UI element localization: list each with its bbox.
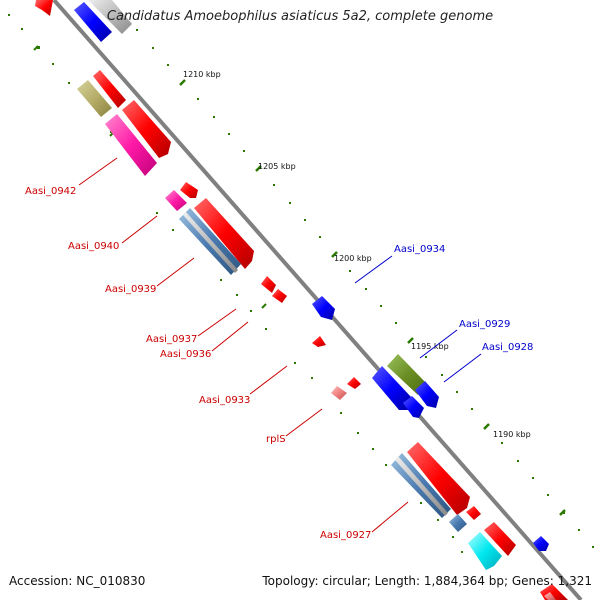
forward-strand-genes: [35, 0, 568, 600]
gene-blue[interactable]: [533, 536, 549, 551]
gene-pink[interactable]: [165, 190, 187, 211]
gene-salmon[interactable]: [544, 592, 556, 600]
gene-olive[interactable]: [77, 80, 112, 117]
gene-red[interactable]: [484, 522, 516, 556]
gene-label-aasi-0936[interactable]: Aasi_0936: [160, 349, 211, 360]
gene-red[interactable]: [407, 442, 470, 515]
scale-ticks-major: [179, 79, 566, 516]
genome-title: Candidatus Amoebophilus asiaticus 5a2, c…: [106, 9, 494, 24]
gene-red[interactable]: [466, 506, 481, 520]
gene-label-rpls[interactable]: rplS: [266, 434, 286, 445]
gene-label-aasi-0937[interactable]: Aasi_0937: [146, 334, 197, 345]
scale-label-1205: 1205 kbp: [258, 162, 296, 171]
gene-blue[interactable]: [403, 396, 424, 418]
gene-grey[interactable]: [88, 0, 132, 34]
gene-green[interactable]: [387, 354, 428, 395]
gene-blue[interactable]: [415, 381, 439, 408]
gene-salmon[interactable]: [331, 386, 347, 400]
gene-label-aasi-0939[interactable]: Aasi_0939: [105, 284, 156, 295]
gene-label-aasi-0934[interactable]: Aasi_0934: [394, 244, 445, 255]
gene-blue[interactable]: [312, 296, 335, 320]
gene-blue[interactable]: [372, 366, 412, 410]
gene-blue[interactable]: [74, 2, 112, 42]
gene-red[interactable]: [261, 276, 276, 293]
gene-red[interactable]: [347, 377, 361, 389]
scale-ticks-outer: [136, 29, 594, 548]
gene-steel[interactable]: [449, 514, 467, 532]
gene-red[interactable]: [93, 70, 126, 108]
gene-label-aasi-0929[interactable]: Aasi_0929: [459, 319, 510, 330]
gene-label-aasi-0928[interactable]: Aasi_0928: [482, 342, 533, 353]
gene-grey[interactable]: [183, 212, 238, 273]
reverse-strand-genes: [74, 0, 549, 551]
genome-summary-text: Topology: circular; Length: 1,884,364 bp…: [262, 574, 592, 588]
gene-red[interactable]: [122, 100, 171, 158]
scale-label-1200: 1200 kbp: [334, 254, 372, 263]
gene-grey[interactable]: [395, 456, 448, 516]
scale-label-1190: 1190 kbp: [493, 430, 531, 439]
accession-text: Accession: NC_010830: [9, 574, 146, 588]
gene-label-aasi-0940[interactable]: Aasi_0940: [68, 241, 119, 252]
gene-cyan[interactable]: [468, 532, 502, 570]
gene-label-aasi-0927[interactable]: Aasi_0927: [320, 530, 371, 541]
gene-red[interactable]: [35, 0, 53, 16]
gene-red[interactable]: [180, 182, 198, 198]
gene-label-aasi-0933[interactable]: Aasi_0933: [199, 395, 250, 406]
gene-red[interactable]: [272, 289, 287, 303]
gene-pink[interactable]: [105, 114, 157, 176]
label-leaders: [78, 157, 482, 533]
scale-label-1210: 1210 kbp: [183, 70, 221, 79]
gene-red[interactable]: [312, 336, 326, 347]
scale-label-1195: 1195 kbp: [411, 342, 449, 351]
gene-label-aasi-0942[interactable]: Aasi_0942: [25, 186, 76, 197]
gene-red[interactable]: [194, 198, 254, 269]
